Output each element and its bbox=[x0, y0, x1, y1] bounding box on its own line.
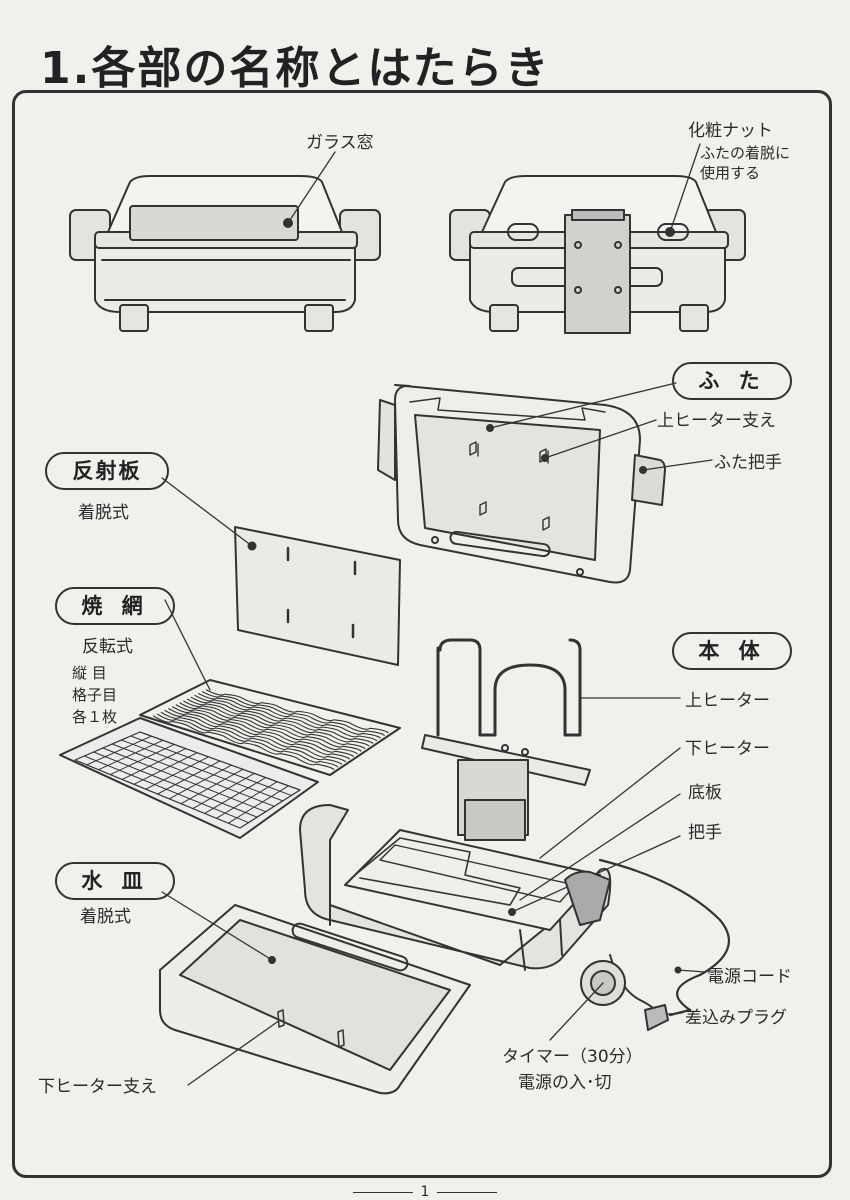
section-label-futa: ふ た bbox=[672, 362, 792, 400]
section-label-hontai: 本 体 bbox=[672, 632, 792, 670]
label-power-on-off: 電源の入･切 bbox=[518, 1073, 612, 1093]
label-timer: タイマー（30分） bbox=[502, 1047, 643, 1067]
label-grid-note-3: 各１枚 bbox=[72, 708, 118, 726]
grill-wave-line bbox=[153, 715, 335, 770]
page-number-dash-left bbox=[352, 1191, 413, 1193]
grill-grid-line bbox=[86, 735, 152, 766]
grill-wave-line bbox=[183, 700, 366, 749]
label-upper-heater-support: 上ヒーター支え bbox=[657, 411, 776, 431]
section-label-mizuzara: 水 皿 bbox=[55, 862, 175, 900]
appliance-rear-illustration bbox=[449, 143, 746, 334]
label-lower-heater: 下ヒーター bbox=[685, 739, 770, 759]
label-bottom-plate: 底板 bbox=[688, 783, 722, 803]
grill-grid-line bbox=[102, 747, 267, 813]
grill-grid-line bbox=[227, 785, 290, 824]
grill-wave-line bbox=[156, 713, 339, 768]
section-label-yakiami: 焼 網 bbox=[55, 587, 175, 625]
page-number: 1 bbox=[0, 1184, 850, 1200]
grill-wave-line bbox=[186, 698, 370, 747]
label-water-tray-detachable: 着脱式 bbox=[80, 907, 131, 927]
grill-grid-line bbox=[83, 755, 250, 824]
grill-grid-line bbox=[120, 739, 284, 802]
grill-grid-line bbox=[192, 772, 255, 810]
grill-grid-line bbox=[98, 739, 164, 771]
body-illustration bbox=[299, 638, 730, 1041]
grill-grid-line bbox=[204, 777, 267, 814]
section-label-hanshaban: 反射板 bbox=[45, 452, 169, 490]
grill-wave-line bbox=[205, 689, 389, 734]
lid-illustration bbox=[377, 382, 713, 584]
grill-grid-line bbox=[145, 756, 210, 790]
label-grid-note-1: 縦 目 bbox=[72, 664, 107, 682]
grill-wave-line bbox=[198, 693, 381, 739]
page-title: 1.各部の名称とはたらき bbox=[40, 43, 551, 94]
grill-wave-line bbox=[175, 704, 358, 755]
label-upper-heater: 上ヒーター bbox=[685, 691, 770, 711]
water-tray-illustration bbox=[159, 891, 471, 1095]
page-number-value: 1 bbox=[420, 1184, 430, 1200]
grill-grid-line bbox=[157, 760, 221, 795]
grill-grid-line bbox=[109, 743, 175, 776]
grill-grid-line bbox=[168, 764, 232, 800]
grill-grid-line bbox=[180, 768, 244, 805]
label-power-cord: 電源コード bbox=[707, 967, 792, 987]
page-number-dash-right bbox=[437, 1191, 498, 1193]
label-grid-note-2: 格子目 bbox=[72, 686, 118, 704]
grill-wave-line bbox=[164, 709, 347, 763]
label-decor-nut: 化粧ナット bbox=[688, 121, 773, 141]
label-plug: 差込みプラグ bbox=[685, 1008, 787, 1028]
grill-grid-line bbox=[111, 743, 275, 807]
grill-grid-line bbox=[130, 735, 292, 796]
grill-grid-line bbox=[215, 781, 278, 819]
label-decor-nut-note-1: ふたの着脱に bbox=[700, 144, 791, 162]
label-reflector-detachable: 着脱式 bbox=[78, 503, 129, 523]
label-decor-nut-note-2: 使用する bbox=[700, 164, 761, 182]
reflector-illustration bbox=[161, 477, 401, 666]
grill-grid-line bbox=[121, 748, 187, 780]
grill-wave-line bbox=[190, 696, 374, 744]
label-glass-window: ガラス窓 bbox=[306, 133, 374, 153]
grill-wave-line bbox=[160, 711, 343, 765]
appliance-front-illustration bbox=[69, 151, 381, 332]
diagram-frame bbox=[12, 90, 832, 1178]
label-lid-handle: ふた把手 bbox=[714, 453, 782, 473]
grill-grid-line bbox=[133, 752, 198, 785]
label-lower-heater-support: 下ヒーター支え bbox=[38, 1077, 157, 1097]
grill-net-illustration bbox=[59, 599, 401, 839]
label-reversible: 反転式 bbox=[82, 637, 133, 657]
grill-wave-line bbox=[171, 706, 354, 757]
grill-grid-line bbox=[93, 751, 258, 818]
grill-wave-line bbox=[201, 691, 385, 736]
grill-wave-line bbox=[168, 708, 350, 760]
grill-wave-line bbox=[194, 694, 378, 742]
label-handle: 把手 bbox=[688, 823, 722, 843]
grill-wave-line bbox=[179, 702, 362, 752]
